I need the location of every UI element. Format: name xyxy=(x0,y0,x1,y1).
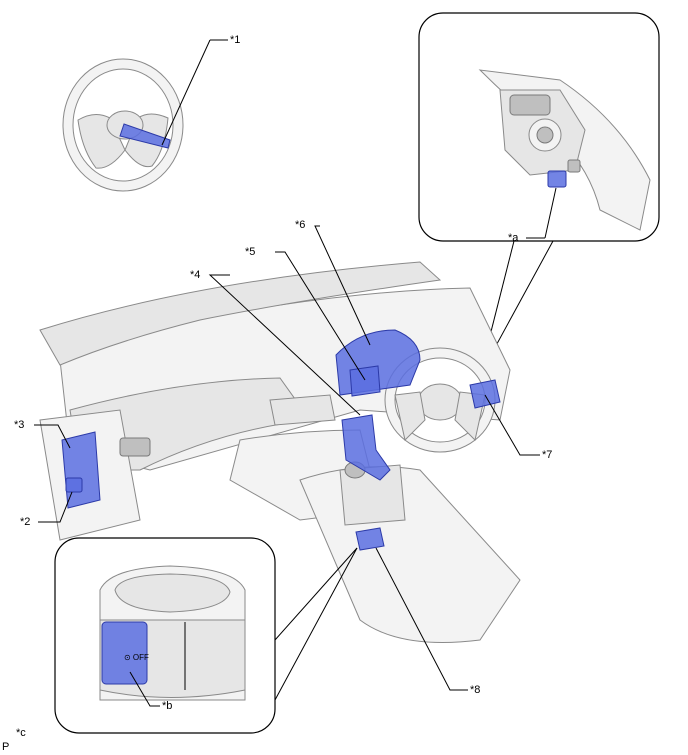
part-8 xyxy=(355,527,385,551)
spiral-cable-part-1 xyxy=(119,123,171,149)
off-icon: ⊙ OFF xyxy=(124,653,149,662)
label-5: *5 xyxy=(245,246,255,258)
label-6: *6 xyxy=(295,219,305,231)
part-4 xyxy=(341,414,391,481)
part-2 xyxy=(65,477,83,493)
label-a: *a xyxy=(508,232,519,244)
label-4: *4 xyxy=(190,269,200,281)
corner-code: P xyxy=(2,741,9,753)
vsc-off-switch-b-part xyxy=(101,621,148,685)
vsc-off-switch-detail: ⊙ OFF xyxy=(99,565,246,701)
label-b: *b xyxy=(162,700,172,712)
label-8: *8 xyxy=(470,684,480,696)
label-7: *7 xyxy=(542,449,552,461)
part-7 xyxy=(469,379,501,409)
part-5 xyxy=(349,365,381,397)
steering-wheel-overview xyxy=(62,58,184,192)
steering-switch-detail xyxy=(478,69,651,231)
label-3: *3 xyxy=(14,419,24,431)
label-c: *c xyxy=(16,727,26,739)
label-1: *1 xyxy=(230,34,240,46)
label-2: *2 xyxy=(20,516,30,528)
switch-a-part xyxy=(547,170,567,188)
